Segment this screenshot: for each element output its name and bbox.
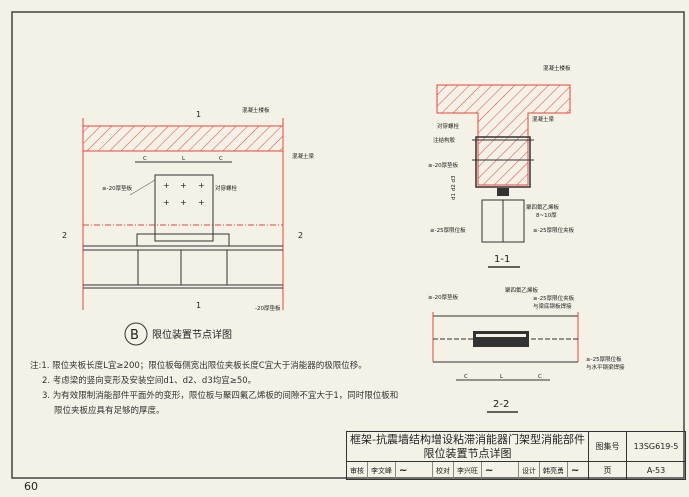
designer-signature: ~ [571, 465, 580, 476]
checker: 李兴旺 [454, 462, 482, 479]
note-2: 2. 考虑梁的竖向变形及安装空间d1、d2、d3均宜≥50。 [42, 376, 257, 386]
atlas-number: 13SG619-5 [627, 432, 685, 462]
dim-c-left: C [143, 156, 147, 162]
detail-title: 限位装置节点详图 [152, 328, 232, 341]
bolt-icons: + + + + + + [163, 181, 205, 207]
page-label: 页 [589, 462, 627, 479]
svg-text:+: + [198, 198, 205, 207]
section-mark-1-bottom: 1 [196, 301, 201, 310]
s2-dim-l: L [500, 374, 504, 380]
check-label: 校对 [433, 462, 454, 479]
section-1-1: 混凝土楼板 混凝土梁 对穿螺栓 注结构胶 ≥-20厚垫板 d1 d2 d3 聚四… [428, 64, 575, 268]
s1-label-ptfe-thk: 8~10厚 [536, 212, 557, 219]
reviewer-signature: ~ [396, 462, 433, 479]
label-pad-ge20: ≥-20厚垫板 [102, 184, 133, 192]
s1-label-glue: 注结构胶 [433, 136, 456, 144]
s1-label-bolt: 对穿螺栓 [437, 122, 460, 130]
s2-dim-c-left: C [464, 374, 468, 380]
s2-label-ptfe: 聚四氟乙烯板 [505, 286, 539, 294]
s2-label-limit-note: 与水平钢梁焊接 [586, 363, 625, 371]
s1-label-pad: ≥-20厚垫板 [428, 161, 459, 169]
note-1: 注:1. 限位夹板长度L宜≥200；限位板每侧宽出限位夹板长度C宜大于消能器的极… [30, 361, 367, 371]
title-line-2: 限位装置节点详图 [423, 447, 512, 460]
s1-title: 1-1 [494, 254, 510, 265]
s2-title: 2-2 [493, 399, 509, 410]
label-pad-20: -20厚垫板 [255, 304, 281, 312]
s1-label-limit-plate: ≥-25厚限位板 [430, 226, 466, 234]
svg-text:+: + [180, 181, 187, 190]
s2-label-clamp-plate: ≥-25厚限位夹板 [533, 294, 575, 302]
clamp-plate [154, 174, 214, 242]
title-block: 框架-抗震墙结构增设粘滞消能器门架型消能部件 限位装置节点详图 图集号 13SG… [346, 431, 686, 480]
s2-label-limit-plate: ≥-25厚限位板 [586, 355, 622, 363]
s2-label-clamp-note: 与梁底钢板焊接 [533, 302, 572, 310]
svg-text:+: + [163, 181, 170, 190]
s1-label-clamp-plate: ≥-25厚限位夹板 [533, 226, 575, 234]
s1-label-beam: 混凝土梁 [532, 115, 555, 123]
design-label: 设计 [519, 462, 540, 479]
review-label: 审核 [347, 462, 368, 479]
page-number: 60 [24, 480, 38, 493]
page-code: A-53 [646, 466, 666, 475]
svg-text:+: + [163, 198, 170, 207]
s1-label-slab: 混凝土楼板 [543, 64, 571, 72]
section-2-2: C L C ≥-20厚垫板 聚四氟乙烯板 ≥-25厚限位夹板 与梁底钢板焊接 ≥… [428, 286, 625, 413]
signature-row: 审核 李文峰 ~ 校对 李兴旺 ~ 设计 韩亮勇 ~ [347, 462, 589, 479]
sheet-border [11, 11, 685, 479]
checker-signature: ~ [482, 462, 519, 479]
title-line-1: 框架-抗震墙结构增设粘滞消能器门架型消能部件 [350, 433, 585, 446]
reviewer: 李文峰 [368, 462, 396, 479]
s2-label-pad: ≥-20厚垫板 [428, 293, 459, 301]
concrete-slab [82, 125, 284, 152]
dim-l: L [182, 156, 186, 162]
concrete-beam-section [436, 84, 571, 186]
label-beam: 混凝土梁 [292, 152, 315, 160]
notes: 注:1. 限位夹板长度L宜≥200；限位板每侧宽出限位夹板长度C宜大于消能器的极… [30, 359, 398, 419]
dim-c-right: C [219, 156, 223, 162]
detail-b-elevation: + + + + + + C L C 混凝土楼板 混凝土梁 对穿螺栓 ≥-20厚垫板 -2… [62, 106, 315, 312]
note-3-cont: 限位夹板应具有足够的厚度。 [54, 406, 165, 416]
section-mark-2-left: 2 [62, 231, 67, 240]
s1-label-d: d1 d2 d3 [451, 175, 457, 200]
designer: 韩亮勇 [540, 462, 568, 479]
label-slab: 混凝土楼板 [242, 106, 270, 114]
label-bolt: 对穿螺栓 [215, 184, 238, 192]
drawing-title: 框架-抗震墙结构增设粘滞消能器门架型消能部件 限位装置节点详图 [347, 432, 589, 462]
svg-text:+: + [198, 181, 205, 190]
svg-text:+: + [180, 198, 187, 207]
note-3: 3. 为有效限制消能部件平面外的变形，限位板与聚四氟乙烯板的间隙不宜大于1，同时… [42, 391, 399, 401]
s1-label-ptfe: 聚四氟乙烯板 [526, 203, 560, 211]
section-mark-2-right: 2 [298, 231, 303, 240]
s2-dim-c-right: C [538, 374, 542, 380]
atlas-label: 图集号 [589, 432, 627, 462]
detail-marker-circle [124, 322, 148, 346]
section-mark-1-top: 1 [196, 110, 201, 119]
detail-marker: B [130, 328, 139, 343]
